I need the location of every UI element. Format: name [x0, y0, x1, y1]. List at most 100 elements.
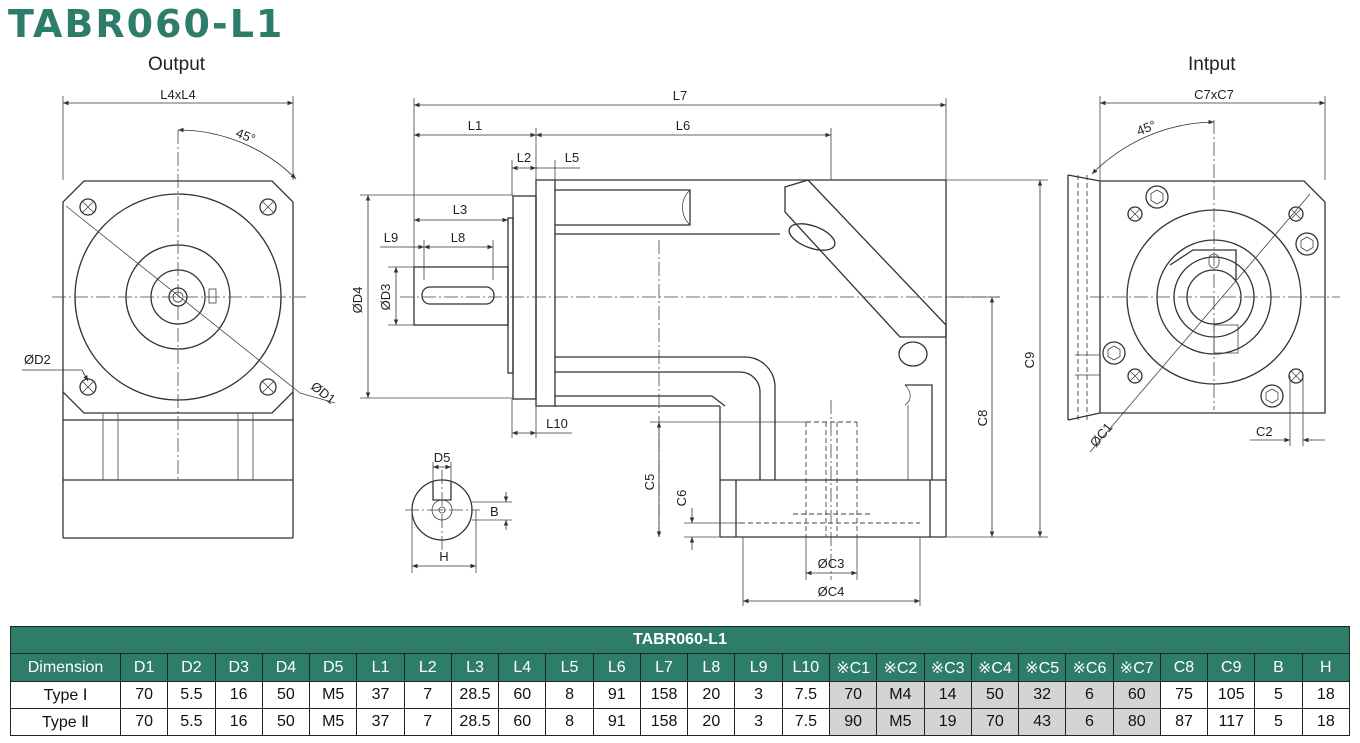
dim-l2: L2	[517, 150, 531, 165]
table-cell: 19	[923, 708, 972, 736]
dim-c1: ØC1	[1087, 420, 1116, 450]
column-header: ※C7	[1112, 653, 1161, 682]
table-cell: 91	[592, 708, 641, 736]
row-label: Type Ⅰ	[10, 681, 121, 709]
dim-l9: L9	[384, 230, 398, 245]
dim-c2: C2	[1256, 424, 1273, 439]
column-header: D2	[167, 653, 216, 682]
dim-c3: ØC3	[818, 556, 845, 571]
column-header: ※C1	[828, 653, 878, 682]
table-cell: 90	[828, 708, 878, 736]
column-header: H	[1301, 653, 1351, 682]
column-header: ※C2	[876, 653, 925, 682]
table-cell: 37	[356, 681, 405, 709]
table-cell: 6	[1065, 681, 1114, 709]
dim-angle-in: 45°	[1134, 117, 1158, 138]
dim-l3: L3	[453, 202, 467, 217]
column-header: B	[1254, 653, 1303, 682]
table-cell: 7	[403, 708, 452, 736]
column-header: L5	[545, 653, 594, 682]
table-cell: 91	[592, 681, 641, 709]
row-label: Type Ⅱ	[10, 708, 121, 736]
table-cell: 158	[639, 681, 689, 709]
table-cell: 18	[1301, 708, 1351, 736]
dim-c6: C6	[674, 490, 689, 507]
dim-l5: L5	[565, 150, 579, 165]
table-cell: 8	[545, 681, 594, 709]
dim-c8: C8	[975, 410, 990, 427]
shaft-key-detail: D5 B H	[405, 450, 512, 573]
dim-h: H	[439, 549, 448, 564]
dim-l6: L6	[676, 118, 690, 133]
table-cell: 50	[261, 681, 311, 709]
table-cell: 70	[119, 681, 169, 709]
table-cell: 20	[687, 681, 736, 709]
table-cell: 117	[1207, 708, 1256, 736]
output-view-label: Output	[148, 54, 206, 75]
table-cell: 6	[1065, 708, 1114, 736]
dim-l1: L1	[468, 118, 482, 133]
table-cell: 5.5	[167, 681, 216, 709]
table-cell: 80	[1112, 708, 1161, 736]
table-cell: 18	[1301, 681, 1351, 709]
table-cell: 37	[356, 708, 405, 736]
column-header: L10	[781, 653, 830, 682]
dim-c9: C9	[1022, 352, 1037, 369]
column-header: ※C6	[1065, 653, 1114, 682]
column-header: D4	[261, 653, 311, 682]
column-header: ※C4	[970, 653, 1020, 682]
table-cell: 70	[970, 708, 1020, 736]
column-header: L3	[450, 653, 500, 682]
table-cell: 105	[1207, 681, 1256, 709]
column-header: ※C5	[1018, 653, 1067, 682]
table-cell: 50	[261, 708, 311, 736]
table-caption: TABR060-L1	[10, 626, 1350, 654]
table-cell: 28.5	[450, 681, 500, 709]
dim-d5: D5	[434, 450, 451, 465]
dim-l4xl4: L4xL4	[160, 87, 195, 102]
page-title: TABR060-L1	[8, 2, 285, 46]
dim-d3: ØD3	[378, 284, 393, 311]
column-header: ※C3	[923, 653, 972, 682]
column-header: L6	[592, 653, 641, 682]
column-header: C9	[1207, 653, 1256, 682]
table-cell: M5	[876, 708, 925, 736]
column-header: L4	[498, 653, 547, 682]
table-cell: 5	[1254, 708, 1303, 736]
table-caption-row: TABR060-L1	[10, 626, 1350, 654]
table-cell: 75	[1159, 681, 1209, 709]
table-cell: 20	[687, 708, 736, 736]
table-cell: 70	[119, 708, 169, 736]
output-view: L4xL4 45°	[22, 87, 338, 539]
dim-c7xc7: C7xC7	[1194, 87, 1234, 102]
column-header: Dimension	[10, 653, 121, 682]
table-cell: 32	[1018, 681, 1067, 709]
input-view: C7xC7	[1067, 87, 1340, 453]
column-header: L8	[687, 653, 736, 682]
column-header: D1	[119, 653, 169, 682]
column-header: L7	[639, 653, 689, 682]
table-cell: 5.5	[167, 708, 216, 736]
dim-c5: C5	[642, 474, 657, 491]
table-cell: 7.5	[781, 708, 830, 736]
table-cell: 60	[1112, 681, 1161, 709]
table-cell: 3	[734, 708, 783, 736]
technical-drawing: L4xL4 45°	[22, 87, 1340, 606]
table-cell: 14	[923, 681, 972, 709]
table-cell: 5	[1254, 681, 1303, 709]
table-cell: 3	[734, 681, 783, 709]
table-cell: 87	[1159, 708, 1209, 736]
table-cell: 50	[970, 681, 1020, 709]
dim-l8: L8	[451, 230, 465, 245]
table-cell: 7	[403, 681, 452, 709]
side-view: L7 L1 L6 L2 L5 L3 L9 L8	[350, 88, 1048, 606]
column-header: D3	[214, 653, 263, 682]
table-cell: 16	[214, 708, 263, 736]
table-cell: 16	[214, 681, 263, 709]
dim-angle-out: 45°	[234, 125, 258, 146]
column-header: D5	[309, 653, 358, 682]
column-header: L2	[403, 653, 452, 682]
